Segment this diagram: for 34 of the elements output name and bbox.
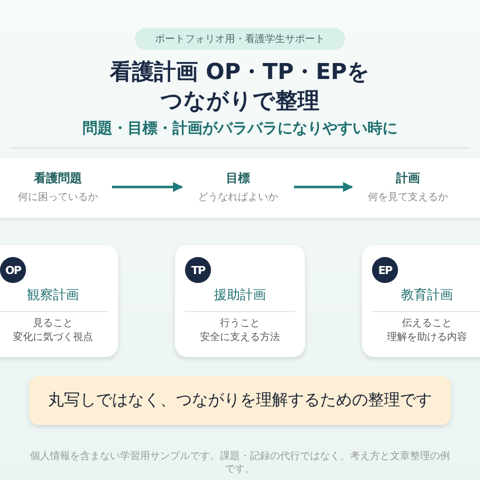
title: 看護計画 OP・TP・EPをつながりで整理: [108, 59, 371, 116]
badge-text: TP: [190, 264, 206, 276]
card-description: 安全に支える方法: [199, 331, 281, 345]
step-heading: 計画: [395, 170, 421, 186]
card-description: 行うこと: [219, 317, 261, 331]
note-box: [29, 376, 451, 425]
footnote: 個人情報を含まない学習用サンプルです。課題・記録の代行ではなく、考え方と文章整理の例です。: [30, 450, 450, 476]
subtitle: 問題・目標・計画がバラバラになりやすい時に: [82, 119, 398, 138]
badge-circle: [0, 257, 26, 283]
badge-text: EP: [377, 264, 394, 276]
step-heading: 看護問題: [32, 170, 83, 186]
step-heading: 目標: [225, 170, 251, 186]
tag-text: ポートフォリオ用・看護学生サポート: [154, 32, 326, 46]
step-description: どうなればよいか: [197, 191, 279, 205]
card-heading: 教育計画: [372, 287, 480, 312]
step-description: 何に困っているか: [17, 191, 99, 205]
card-description: 理解を助ける内容: [386, 331, 468, 345]
plan-card: [175, 245, 305, 357]
arrow: [112, 182, 183, 192]
card-heading: 観察計画: [0, 287, 108, 312]
badge-circle: [185, 257, 211, 283]
card-description: 伝えること: [401, 317, 453, 331]
arrow: [294, 182, 353, 192]
card-heading: 援助計画: [185, 287, 295, 312]
plan-card: [362, 245, 480, 357]
plan-card: [0, 245, 118, 357]
tag-pill: [135, 28, 345, 50]
note-text: 丸写しではなく、つながりを理解するための整理です: [47, 390, 433, 411]
step-description: 何を見て支えるか: [367, 190, 449, 205]
flow-panel: [0, 158, 480, 218]
card-description: 変化に気づく視点: [12, 331, 94, 345]
badge-text: OP: [4, 264, 22, 276]
card-description: 見ること: [32, 317, 74, 331]
badge-circle: [372, 257, 398, 283]
